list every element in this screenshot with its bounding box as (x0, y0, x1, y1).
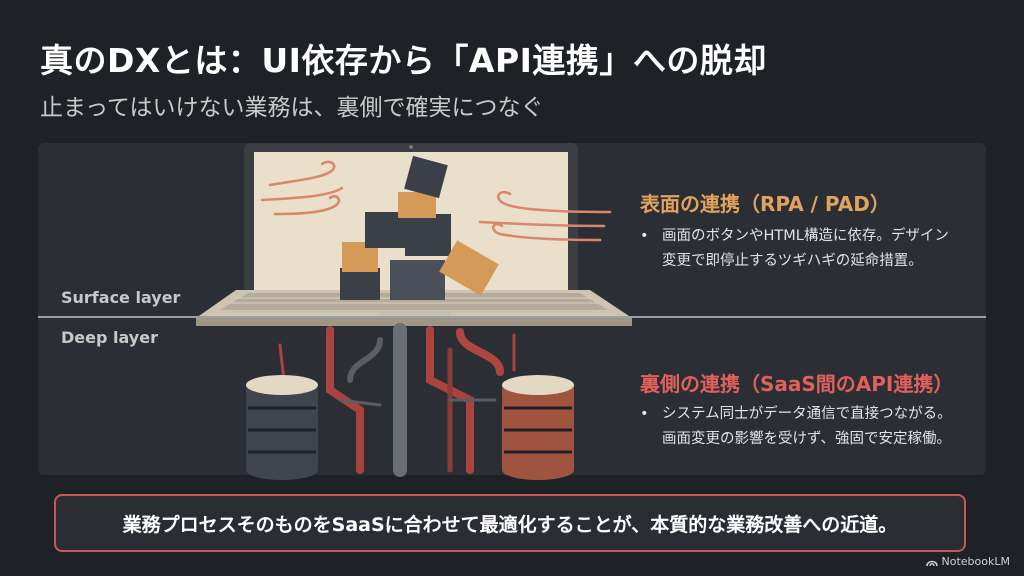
conclusion-text: 業務プロセスそのものをSaaSに合わせて最適化することが、本質的な業務改善への近… (122, 513, 898, 536)
notebooklm-logo-icon (925, 560, 938, 566)
bullet-dot: • (640, 228, 649, 244)
deep-section-bullet: • システム同士がデータ通信で直接つながる。 画面変更の影響を受けず、強固で安定… (640, 402, 990, 452)
brand-watermark: NotebookLM (925, 555, 1010, 568)
conclusion-box: 業務プロセスそのものをSaaSに合わせて最適化することが、本質的な業務改善への近… (54, 494, 966, 552)
surface-layer-label: Surface layer (61, 288, 181, 307)
deep-bullet-line-2: 画面変更の影響を受けず、強固で安定稼働。 (662, 431, 951, 447)
page-title: 真のDXとは：UI依存から「API連携」への脱却 (40, 41, 767, 80)
surface-section-heading: 表面の連携（RPA / PAD） (640, 192, 890, 216)
bullet-dot: • (640, 406, 649, 422)
database-icon-left (246, 375, 318, 480)
layer-divider (38, 316, 986, 318)
surface-bullet-line-1: 画面のボタンやHTML構造に依存。デザイン (662, 228, 949, 244)
surface-bullet-line-2: 変更で即停止するツギハギの延命措置。 (662, 253, 923, 269)
page-subtitle: 止まってはいけない業務は、裏側で確実につなぐ (40, 95, 544, 121)
pipes-icon (278, 323, 516, 477)
stacked-blocks-icon (340, 155, 499, 300)
brand-name: NotebookLM (941, 555, 1010, 568)
deep-bullet-line-1: システム同士がデータ通信で直接つながる。 (662, 406, 952, 422)
wind-icon (260, 160, 612, 242)
database-icon-right (502, 375, 574, 480)
surface-section-bullet: • 画面のボタンやHTML構造に依存。デザイン 変更で即停止するツギハギの延命措… (640, 224, 990, 274)
deep-layer-label: Deep layer (61, 328, 158, 347)
deep-section-heading: 裏側の連携（SaaS間のAPI連携） (640, 372, 954, 396)
